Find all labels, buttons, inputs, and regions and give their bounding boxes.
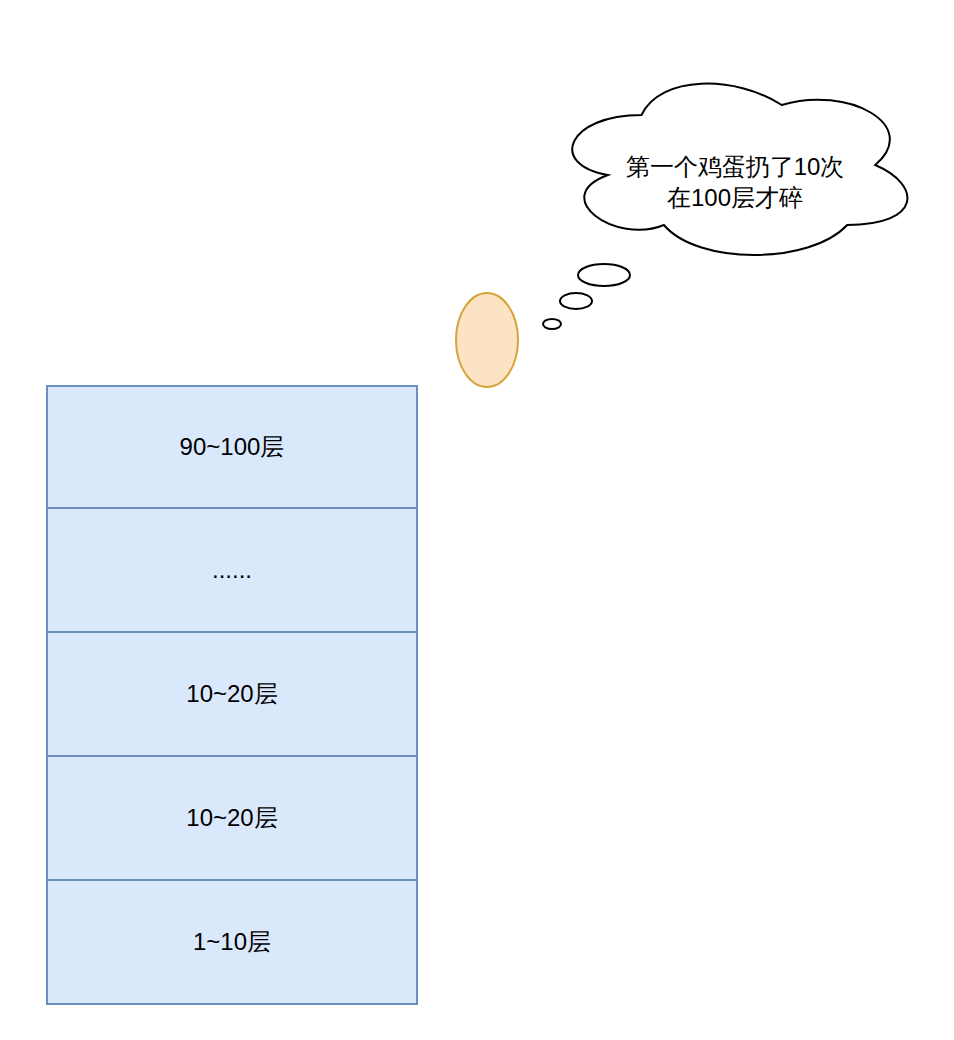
floor-band: 10~20层: [46, 755, 418, 881]
floor-band: 10~20层: [46, 631, 418, 757]
egg: [456, 293, 518, 387]
thought-bubble: [560, 293, 592, 309]
floor-band: ......: [46, 507, 418, 633]
thought-cloud: 第一个鸡蛋扔了10次 在100层才碎: [548, 65, 922, 265]
thought-bubble: [578, 264, 630, 286]
floor-label: 10~20层: [186, 678, 277, 709]
floor-band: 90~100层: [46, 385, 418, 509]
thought-bubble: [543, 319, 561, 329]
floor-label: 90~100层: [180, 431, 285, 462]
floor-label: ......: [212, 554, 252, 585]
floor-label: 10~20层: [186, 802, 277, 833]
thought-text: 第一个鸡蛋扔了10次 在100层才碎: [610, 151, 860, 213]
floor-band: 1~10层: [46, 879, 418, 1005]
floor-label: 1~10层: [193, 926, 271, 957]
